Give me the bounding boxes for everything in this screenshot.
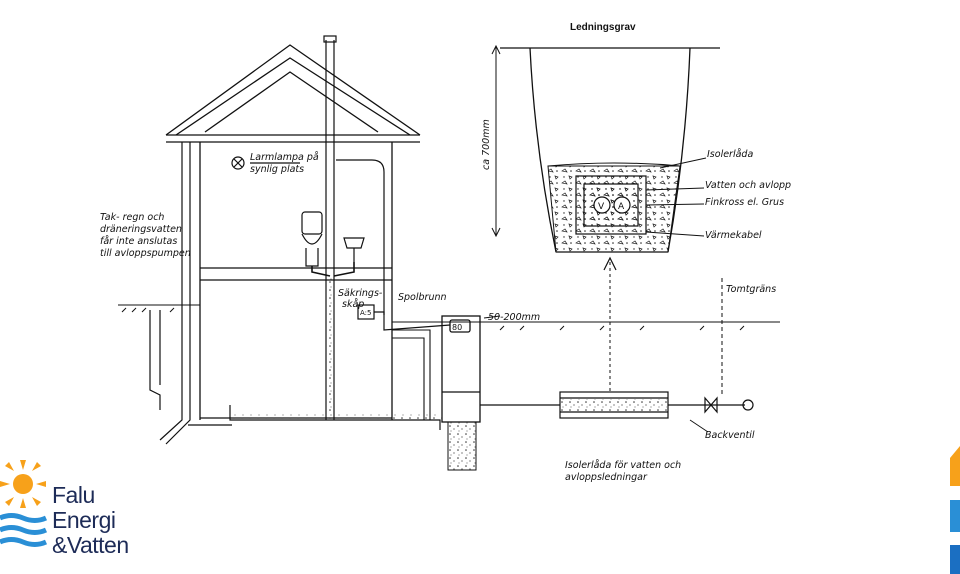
pump-feed [392,329,431,420]
leader-lines [483,157,709,433]
house [165,44,421,426]
label-sakring-2: skåp [342,299,364,310]
pipe-label-a: A [618,202,625,212]
label-isolerlada: Isolerlåda [707,149,753,160]
brand-line-3: &Vatten [52,532,129,558]
title-ledningsgrav: Ledningsgrav [570,22,636,33]
ground-left [118,304,200,313]
vent-fill [327,275,333,420]
label-vatten-avlopp: Vatten och avlopp [705,180,791,191]
ground-centre [392,321,780,331]
label-backventil: Backventil [705,430,755,441]
alarm-lamp-icon [231,156,245,170]
sewer-pipe-fill [232,414,442,420]
label-distance: 50-200mm [488,312,540,323]
label-isolerlada-bottom-1: Isolerlåda för vatten och [565,460,681,471]
vent-stack [323,35,337,420]
outgoing-pipe [480,391,754,419]
brand-line-1: Falu [52,482,95,508]
label-larmlampa-1: Larmlampa på [250,152,319,163]
sink [343,237,365,262]
pipe-label-v: V [598,202,605,212]
pump-label: 80 [452,323,462,332]
sun-icon [0,460,46,508]
trench-arrow-head [603,256,617,271]
waves-icon [0,513,48,547]
label-larmlampa-2: synlig plats [250,164,304,175]
label-takregn-2: dräneringsvatten [100,224,182,235]
waste-pipe-upper [311,262,355,277]
label-varmekabel: Värmekabel [705,230,762,241]
insulation-fill [561,399,667,411]
label-takregn-3: får inte anslutas [100,236,177,247]
right-edge-marks [950,446,960,574]
depth-dimension [491,44,501,238]
depth-label: ca 700mm [481,119,492,170]
label-spolbrunn: Spolbrunn [398,292,447,303]
fuse-cable [374,311,451,331]
label-finkross: Finkross el. Grus [705,197,784,208]
label-isolerlada-bottom-2: avloppsledningar [565,472,648,483]
label-takregn-4: till avloppspumpen [100,248,191,259]
alarm-cable [250,159,385,315]
svg-text:A:5: A:5 [360,309,371,317]
pipes-detail [593,196,631,214]
label-tomtgrans: Tomtgräns [726,284,776,295]
label-sakring-1: Säkrings- [338,288,383,299]
sand-layer [547,162,681,167]
brand-line-2: Energi [52,507,116,533]
pump-base [447,421,477,471]
label-takregn-1: Tak- regn och [100,212,164,223]
downpipe [149,142,191,445]
toilet [301,211,323,267]
